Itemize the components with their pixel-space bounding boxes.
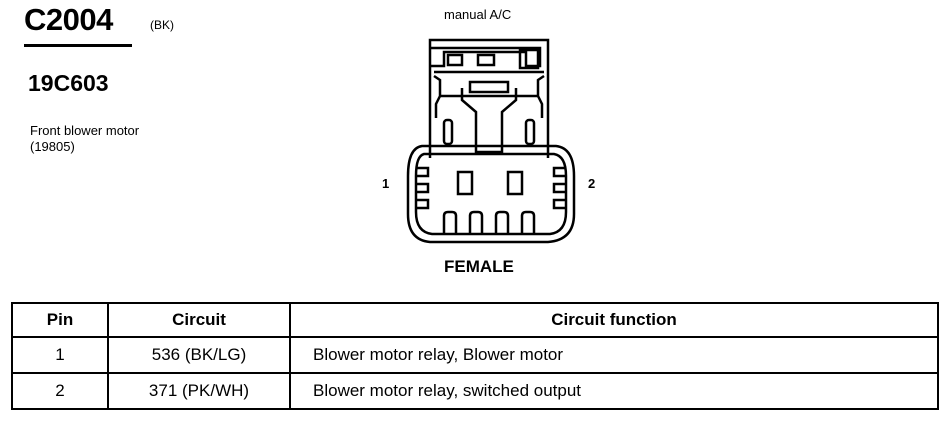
variant-label: manual A/C — [444, 7, 512, 22]
connector-color-code: (BK) — [150, 18, 174, 32]
connector-id: C2004 — [24, 2, 113, 37]
connector-side-ribs — [416, 166, 566, 210]
cell-circuit: 536 (BK/LG) — [107, 336, 291, 374]
pin-2-label: 2 — [588, 176, 596, 191]
connector-bottom-ribs — [442, 210, 536, 234]
pin-1-terminal — [456, 170, 474, 196]
pin-2-terminal — [506, 170, 524, 196]
pin-1-label: 1 — [382, 176, 390, 191]
table-row: 2 371 (PK/WH) Blower motor relay, switch… — [11, 372, 939, 410]
table-header-row: Pin Circuit Circuit function — [11, 302, 939, 338]
part-number: 19C603 — [28, 70, 109, 96]
cell-circuit: 371 (PK/WH) — [107, 372, 291, 410]
connector-gender-label: FEMALE — [444, 257, 514, 276]
connector-id-underline — [24, 44, 132, 47]
header-pin: Pin — [11, 302, 109, 338]
cell-pin: 2 — [11, 372, 109, 410]
component-name: Front blower motor — [30, 123, 140, 138]
pinout-table: Pin Circuit Circuit function 1 536 (BK/L… — [11, 302, 939, 410]
header-circuit: Circuit — [107, 302, 291, 338]
cell-circuit-function: Blower motor relay, Blower motor — [289, 336, 939, 374]
component-description: Front blower motor (19805) — [30, 123, 139, 155]
latch-housing — [428, 38, 550, 158]
cell-circuit-function: Blower motor relay, switched output — [289, 372, 939, 410]
connector-face-drawing — [406, 38, 576, 244]
table-row: 1 536 (BK/LG) Blower motor relay, Blower… — [11, 336, 939, 374]
cell-pin: 1 — [11, 336, 109, 374]
component-code: (19805) — [30, 139, 75, 154]
connector-inner-outline — [414, 152, 568, 236]
header-circuit-function: Circuit function — [289, 302, 939, 338]
connector-body — [406, 144, 576, 244]
